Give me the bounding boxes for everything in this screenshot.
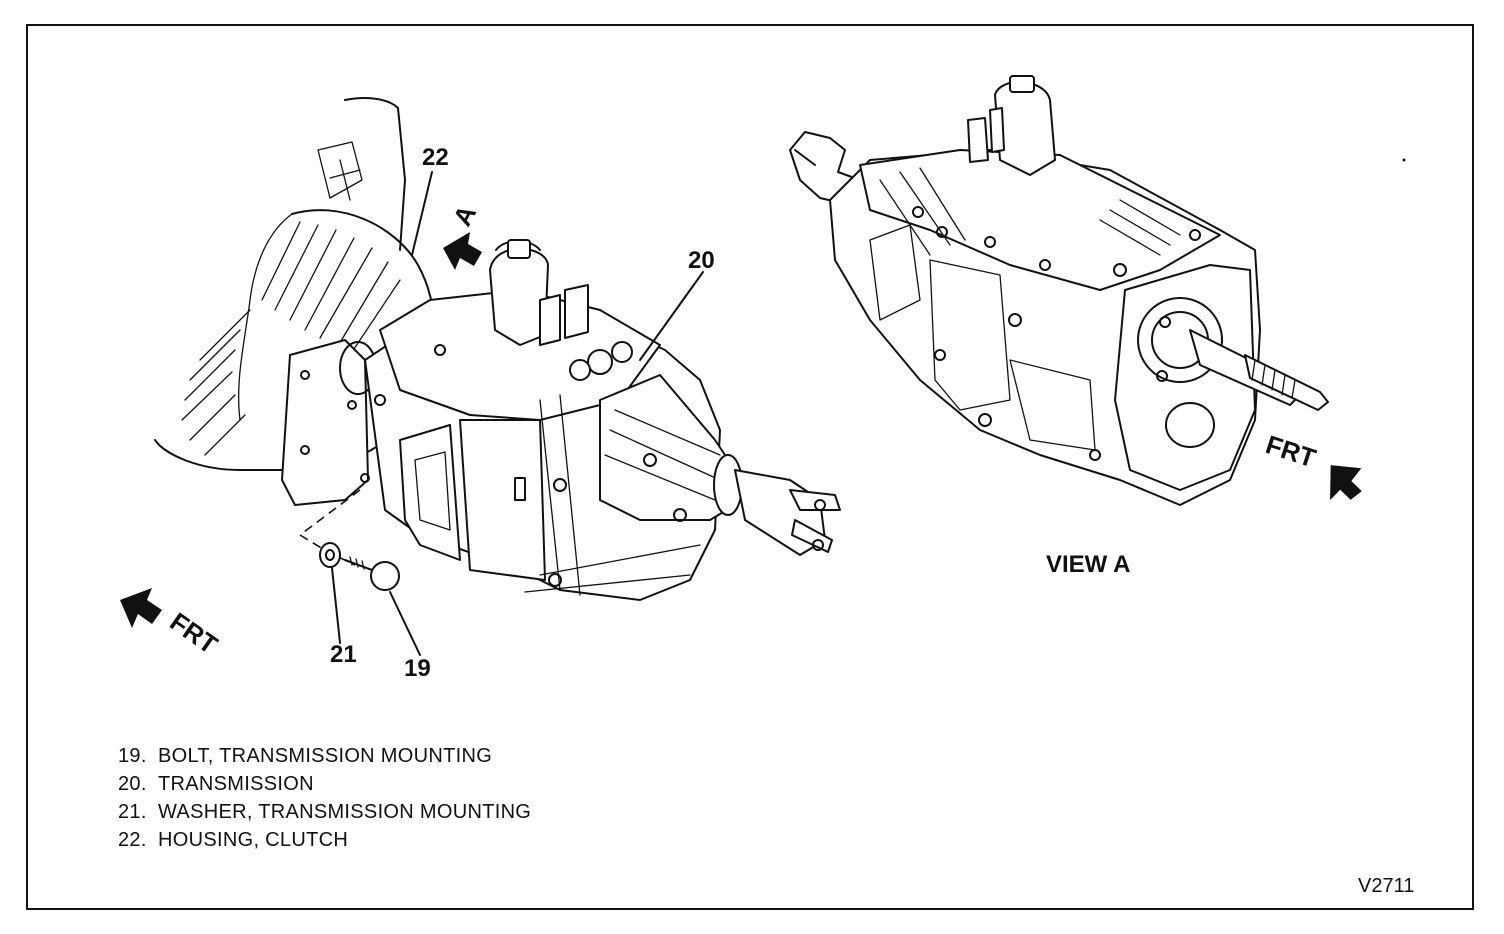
leader-lines-left — [331, 171, 704, 656]
legend-item: 22. HOUSING, CLUTCH — [118, 826, 531, 854]
view-a-arrow: A — [443, 200, 482, 270]
legend-text: BOLT, TRANSMISSION MOUNTING — [158, 745, 493, 767]
legend-number: 20. — [118, 773, 147, 795]
legend-number: 21. — [118, 801, 147, 823]
front-arrow-right: FRT — [1262, 429, 1362, 501]
legend-item: 20. TRANSMISSION — [118, 770, 531, 798]
clutch-housing-drawing — [154, 97, 436, 506]
callout-22: 22 — [422, 144, 449, 171]
view-a-label: VIEW A — [1046, 551, 1130, 578]
legend-item: 21. WASHER, TRANSMISSION MOUNTING — [118, 798, 531, 826]
callout-21: 21 — [330, 641, 357, 668]
legend-number: 19. — [118, 745, 147, 767]
callout-19: 19 — [404, 655, 431, 682]
parts-legend: 19. BOLT, TRANSMISSION MOUNTING 20. TRANSM… — [118, 742, 531, 854]
legend-text: HOUSING, CLUTCH — [158, 829, 349, 851]
legend-text: WASHER, TRANSMISSION MOUNTING — [158, 801, 532, 823]
transmission-main-drawing — [364, 239, 841, 601]
legend-item: 19. BOLT, TRANSMISSION MOUNTING — [118, 742, 531, 770]
front-arrow-left: FRT — [120, 588, 223, 660]
legend-text: TRANSMISSION — [158, 773, 314, 795]
figure-frame — [26, 24, 1474, 910]
transmission-view-a-drawing — [789, 75, 1329, 506]
bolt-washer-drawing — [298, 489, 400, 591]
view-marker-label: A — [447, 200, 482, 231]
front-left-label: FRT — [165, 606, 224, 660]
callout-20: 20 — [688, 247, 715, 274]
legend-number: 22. — [118, 829, 147, 851]
figure-code: V2711 — [1358, 875, 1414, 897]
front-right-label: FRT — [1262, 429, 1319, 473]
